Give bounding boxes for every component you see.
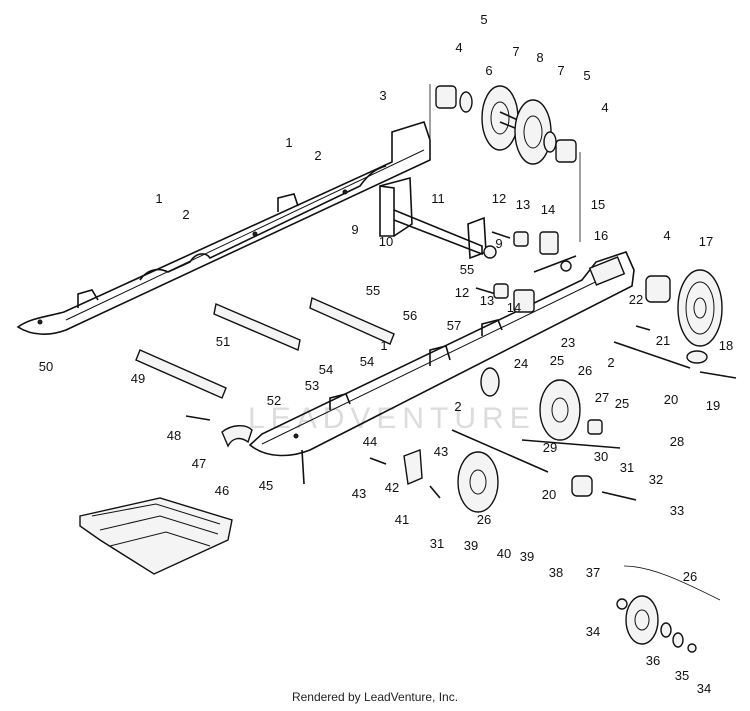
callout-31: 31 bbox=[430, 536, 444, 551]
slide-plate bbox=[79, 497, 233, 575]
callout-9: 9 bbox=[495, 236, 502, 251]
callout-26: 26 bbox=[578, 363, 592, 378]
callout-7: 7 bbox=[512, 44, 519, 59]
callout-19: 19 bbox=[706, 398, 720, 413]
callout-23: 23 bbox=[561, 335, 575, 350]
callout-2: 2 bbox=[454, 399, 461, 414]
callout-36: 36 bbox=[646, 653, 660, 668]
callout-22: 22 bbox=[629, 292, 643, 307]
brackets bbox=[185, 415, 423, 486]
callout-53: 53 bbox=[305, 378, 319, 393]
callout-12: 12 bbox=[455, 285, 469, 300]
callout-10: 10 bbox=[379, 234, 393, 249]
callout-26: 26 bbox=[477, 512, 491, 527]
callout-26: 26 bbox=[683, 569, 697, 584]
callout-1: 1 bbox=[155, 191, 162, 206]
callout-54: 54 bbox=[319, 362, 333, 377]
callout-15: 15 bbox=[591, 197, 605, 212]
callout-8: 8 bbox=[536, 50, 543, 65]
callout-1: 1 bbox=[380, 338, 387, 353]
callout-33: 33 bbox=[670, 503, 684, 518]
callout-51: 51 bbox=[216, 334, 230, 349]
callout-1: 1 bbox=[285, 135, 292, 150]
callout-25: 25 bbox=[615, 396, 629, 411]
callout-35: 35 bbox=[675, 668, 689, 683]
callout-39: 39 bbox=[520, 549, 534, 564]
callout-5: 5 bbox=[583, 68, 590, 83]
callout-43: 43 bbox=[352, 486, 366, 501]
callout-28: 28 bbox=[670, 434, 684, 449]
callout-4: 4 bbox=[455, 40, 462, 55]
callout-14: 14 bbox=[541, 202, 555, 217]
footer-credit: Rendered by LeadVenture, Inc. bbox=[291, 690, 459, 704]
callout-43: 43 bbox=[434, 444, 448, 459]
callout-27: 27 bbox=[595, 390, 609, 405]
callout-2: 2 bbox=[182, 207, 189, 222]
callout-20: 20 bbox=[664, 392, 678, 407]
axle-blocks bbox=[475, 231, 577, 313]
callout-12: 12 bbox=[492, 191, 506, 206]
callout-16: 16 bbox=[594, 228, 608, 243]
callout-21: 21 bbox=[656, 333, 670, 348]
rear-wheel bbox=[613, 269, 737, 379]
callout-32: 32 bbox=[649, 472, 663, 487]
callout-38: 38 bbox=[549, 565, 563, 580]
callout-3: 3 bbox=[379, 88, 386, 103]
callout-11: 11 bbox=[431, 191, 445, 206]
callout-45: 45 bbox=[259, 478, 273, 493]
callout-25: 25 bbox=[550, 353, 564, 368]
callout-31: 31 bbox=[620, 460, 634, 475]
callout-4: 4 bbox=[601, 100, 608, 115]
callout-34: 34 bbox=[697, 681, 711, 696]
callout-13: 13 bbox=[480, 293, 494, 308]
cross-shafts bbox=[135, 297, 395, 399]
middle-wheels bbox=[369, 367, 637, 513]
callout-54: 54 bbox=[360, 354, 374, 369]
callout-49: 49 bbox=[131, 371, 145, 386]
callout-4: 4 bbox=[663, 228, 670, 243]
wheel-exploded-view bbox=[616, 565, 721, 653]
callout-13: 13 bbox=[516, 197, 530, 212]
callout-2: 2 bbox=[314, 148, 321, 163]
callout-5: 5 bbox=[480, 12, 487, 27]
callout-20: 20 bbox=[542, 487, 556, 502]
callout-44: 44 bbox=[363, 434, 377, 449]
callout-55: 55 bbox=[460, 262, 474, 277]
callout-24: 24 bbox=[514, 356, 528, 371]
callout-56: 56 bbox=[403, 308, 417, 323]
callout-14: 14 bbox=[507, 300, 521, 315]
callout-47: 47 bbox=[192, 456, 206, 471]
callout-30: 30 bbox=[594, 449, 608, 464]
callout-29: 29 bbox=[543, 440, 557, 455]
callout-17: 17 bbox=[699, 234, 713, 249]
callout-55: 55 bbox=[366, 283, 380, 298]
callout-2: 2 bbox=[607, 355, 614, 370]
callout-39: 39 bbox=[464, 538, 478, 553]
callout-50: 50 bbox=[39, 359, 53, 374]
callout-52: 52 bbox=[267, 393, 281, 408]
callout-7: 7 bbox=[557, 63, 564, 78]
callout-42: 42 bbox=[385, 480, 399, 495]
callout-46: 46 bbox=[215, 483, 229, 498]
rear-axle-assembly bbox=[379, 176, 497, 260]
callout-41: 41 bbox=[395, 512, 409, 527]
callout-57: 57 bbox=[447, 318, 461, 333]
left-rail bbox=[16, 121, 431, 335]
callout-37: 37 bbox=[586, 565, 600, 580]
top-idler-wheels bbox=[429, 84, 581, 242]
callout-18: 18 bbox=[719, 338, 733, 353]
right-rail bbox=[248, 251, 635, 457]
callout-48: 48 bbox=[167, 428, 181, 443]
callout-34: 34 bbox=[586, 624, 600, 639]
callout-6: 6 bbox=[485, 63, 492, 78]
callout-9: 9 bbox=[351, 222, 358, 237]
callout-40: 40 bbox=[497, 546, 511, 561]
